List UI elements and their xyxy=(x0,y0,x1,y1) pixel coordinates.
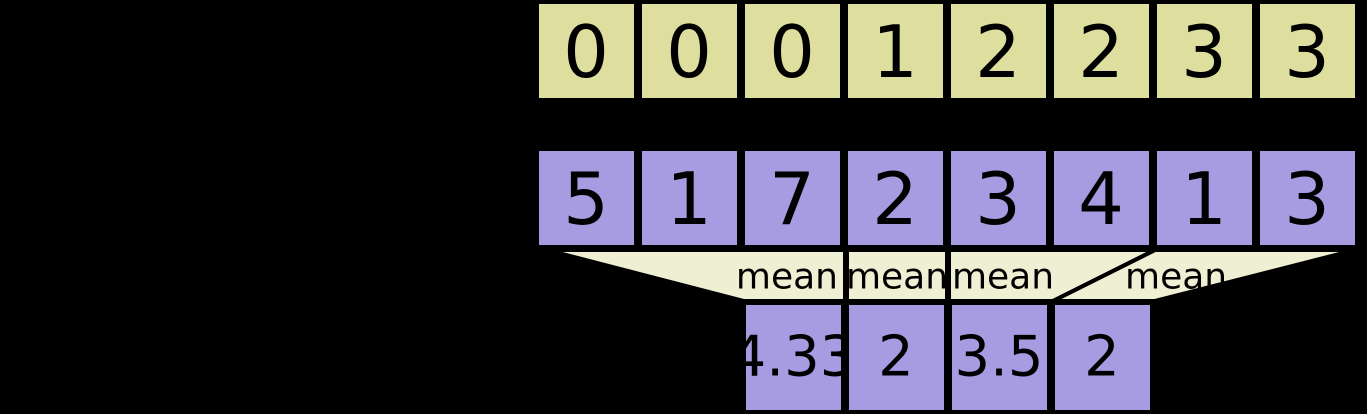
data-cell-label: 3 xyxy=(975,157,1021,241)
data-cell-box xyxy=(844,147,947,249)
segment-cell-label: 0 xyxy=(666,10,712,94)
data-cell-box xyxy=(1256,147,1359,249)
data-cell-box xyxy=(1050,147,1153,249)
data-cell-label: 5 xyxy=(563,157,609,241)
segment-cell-5: 2 xyxy=(1050,0,1153,102)
segment-id-row: 0 0 0 1 2 2 3 xyxy=(535,0,1359,102)
segment-cell-box xyxy=(535,0,638,102)
result-cell-0: 4.33 xyxy=(731,301,856,414)
segment-cell-box xyxy=(1256,0,1359,102)
segment-cell-box xyxy=(1153,0,1256,102)
data-cell-6: 1 xyxy=(1153,147,1256,249)
data-cell-box xyxy=(535,147,638,249)
result-cell-label: 2 xyxy=(1084,325,1120,390)
mean-funnel-label-0: mean xyxy=(736,257,838,298)
segment-cell-box xyxy=(638,0,741,102)
data-cell-box xyxy=(1153,147,1256,249)
mean-funnel-label-1: mean xyxy=(846,257,948,298)
segment-cell-6: 3 xyxy=(1153,0,1256,102)
segment-cell-label: 3 xyxy=(1181,10,1227,94)
segment-cell-label: 2 xyxy=(1078,10,1124,94)
data-cell-label: 1 xyxy=(666,157,712,241)
segment-cell-box xyxy=(741,0,844,102)
result-cell-3: 2 xyxy=(1051,301,1154,414)
result-cell-box xyxy=(845,301,948,414)
data-cell-5: 4 xyxy=(1050,147,1153,249)
result-row: 4.33 2 3.5 2 xyxy=(731,301,1154,414)
data-cell-label: 1 xyxy=(1181,157,1227,241)
result-cell-1: 2 xyxy=(845,301,948,414)
segment-cell-label: 1 xyxy=(872,10,918,94)
data-cell-0: 5 xyxy=(535,147,638,249)
data-cell-box xyxy=(638,147,741,249)
mean-funnel-group: mean mean mean mean xyxy=(546,248,1356,303)
result-cell-box xyxy=(1051,301,1154,414)
segment-cell-box xyxy=(947,0,1050,102)
data-cell-3: 2 xyxy=(844,147,947,249)
result-cell-label: 4.33 xyxy=(731,325,856,390)
segment-cell-label: 3 xyxy=(1284,10,1330,94)
mean-funnel-label-3: mean xyxy=(1125,257,1227,298)
data-cell-label: 4 xyxy=(1078,157,1124,241)
data-cell-label: 2 xyxy=(872,157,918,241)
data-cell-box xyxy=(741,147,844,249)
data-cell-label: 7 xyxy=(769,157,815,241)
result-cell-box xyxy=(948,301,1051,414)
segment-cell-1: 0 xyxy=(638,0,741,102)
segment-cell-label: 2 xyxy=(975,10,1021,94)
mean-funnel-label-2: mean xyxy=(952,257,1054,298)
data-cell-1: 1 xyxy=(638,147,741,249)
data-cell-4: 3 xyxy=(947,147,1050,249)
segment-cell-4: 2 xyxy=(947,0,1050,102)
segment-cell-box xyxy=(844,0,947,102)
segment-cell-2: 0 xyxy=(741,0,844,102)
data-cell-label: 3 xyxy=(1284,157,1330,241)
input-data-row: 5 1 7 2 3 4 1 xyxy=(535,147,1359,249)
segment-cell-7: 3 xyxy=(1256,0,1359,102)
segment-cell-label: 0 xyxy=(769,10,815,94)
result-cell-label: 2 xyxy=(878,325,914,390)
funnel-separator-line xyxy=(1052,248,1156,303)
segment-cell-3: 1 xyxy=(844,0,947,102)
data-cell-2: 7 xyxy=(741,147,844,249)
segment-cell-label: 0 xyxy=(563,10,609,94)
data-cell-box xyxy=(947,147,1050,249)
result-cell-label: 3.5 xyxy=(954,325,1043,390)
result-cell-box xyxy=(742,301,845,414)
data-cell-7: 3 xyxy=(1256,147,1359,249)
segment-cell-0: 0 xyxy=(535,0,638,102)
result-cell-2: 3.5 xyxy=(948,301,1051,414)
segment-cell-box xyxy=(1050,0,1153,102)
